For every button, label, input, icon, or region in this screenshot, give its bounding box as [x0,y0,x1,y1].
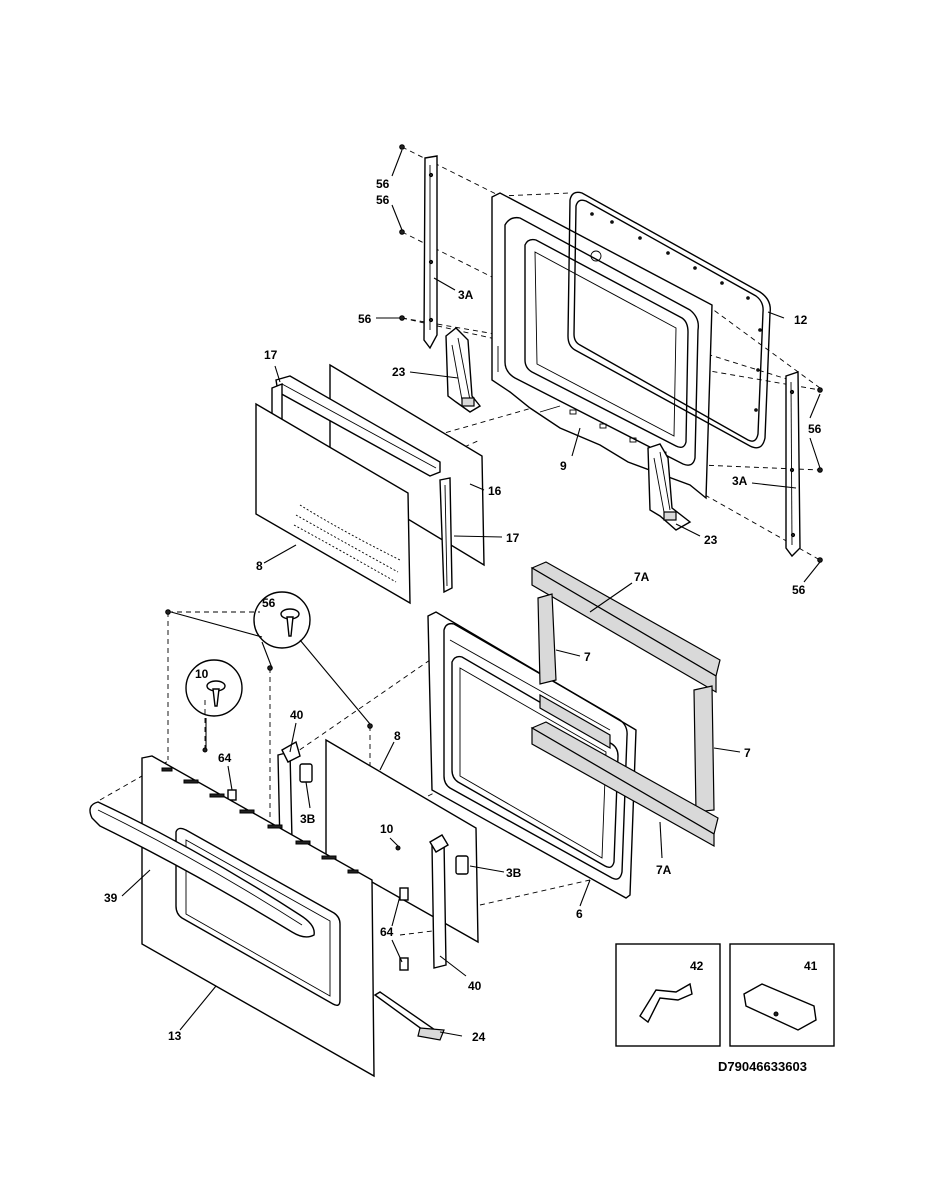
label-56: 56 [808,422,822,436]
clip-3B-right [455,855,469,875]
side-bracket-3A-left [423,155,438,350]
hinge-23-upper [445,327,482,413]
label-10: 10 [380,822,394,836]
door-frame-6 [427,611,637,899]
hinge-bracket-24 [373,991,445,1041]
label-7A: 7A [656,863,672,877]
label-3A: 3A [458,288,474,302]
label-56: 56 [376,177,390,191]
label-16: 16 [488,484,502,498]
label-13: 13 [168,1029,182,1043]
label-7: 7 [744,746,751,760]
label-8: 8 [394,729,401,743]
label-3B: 3B [300,812,316,826]
clip-64 [227,789,409,971]
label-39: 39 [104,891,118,905]
outer-door-panel-13 [141,755,375,1078]
label-64: 64 [218,751,232,765]
label-40: 40 [468,979,482,993]
label-12: 12 [794,313,808,327]
insulation-7A-bottom [530,721,719,848]
label-17: 17 [264,348,278,362]
part-labels: 56 56 3A 56 12 17 23 56 9 3A 16 17 23 8 … [104,177,822,1074]
door-bracket-40-right [429,834,449,969]
inner-door-liner-9 [491,192,713,500]
label-3A: 3A [732,474,748,488]
label-7A: 7A [634,570,650,584]
label-42: 42 [690,959,704,973]
glass-panel-8-upper [255,402,411,605]
label-8: 8 [256,559,263,573]
label-40: 40 [290,708,304,722]
label-56: 56 [376,193,390,207]
label-56: 56 [262,596,276,610]
hinge-23-lower [647,443,692,531]
label-24: 24 [472,1030,486,1044]
label-23: 23 [704,533,718,547]
callout-screw-56 [253,591,311,649]
door-handle-39 [89,801,315,938]
label-3B: 3B [506,866,522,880]
label-6: 6 [576,907,583,921]
callout-screw-10 [185,659,243,717]
clip-3B-left [299,763,313,783]
label-17: 17 [506,531,520,545]
label-9: 9 [560,459,567,473]
vent-slots [161,767,359,874]
label-41: 41 [804,959,818,973]
insulation-7A-top [530,561,721,694]
insulation-7-left [537,593,557,685]
insulation-7-right [693,685,715,813]
side-bracket-3A-right [785,371,801,558]
inset-box-41 [729,943,835,1047]
label-56: 56 [792,583,806,597]
door-seal-12 [567,191,771,449]
label-23: 23 [392,365,406,379]
screws-56-lower [165,609,401,851]
diagram-code: D79046633603 [718,1059,807,1074]
label-7: 7 [584,650,591,664]
label-56: 56 [358,312,372,326]
inset-box-42 [615,943,721,1047]
leader-lines [121,149,821,1037]
label-64: 64 [380,925,394,939]
label-10: 10 [195,667,209,681]
